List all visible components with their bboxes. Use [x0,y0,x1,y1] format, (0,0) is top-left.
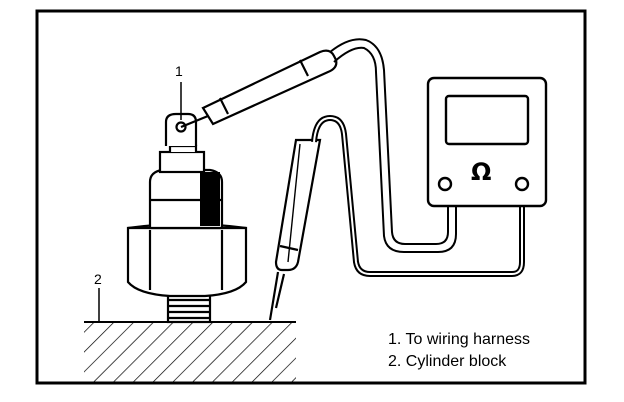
legend-item-cylinder-block: 2. Cylinder block [388,353,507,370]
legend-item-wiring-harness: 1. To wiring harness [388,331,530,348]
callout-1-label: 1 [175,63,183,79]
figure-border [35,9,587,385]
probe-upper [180,49,338,129]
ohmmeter [426,76,548,208]
legend: 1. To wiring harness 2. Cylinder block [388,331,530,370]
lead-wire-lower [311,114,525,277]
oil-pressure-sensor [126,112,248,324]
callout-2-label: 2 [94,271,102,287]
cylinder-block-hatch [84,321,296,382]
ohm-symbol: Ω [471,158,491,186]
probe-lower [268,138,322,321]
lead-wire-upper [329,38,457,253]
